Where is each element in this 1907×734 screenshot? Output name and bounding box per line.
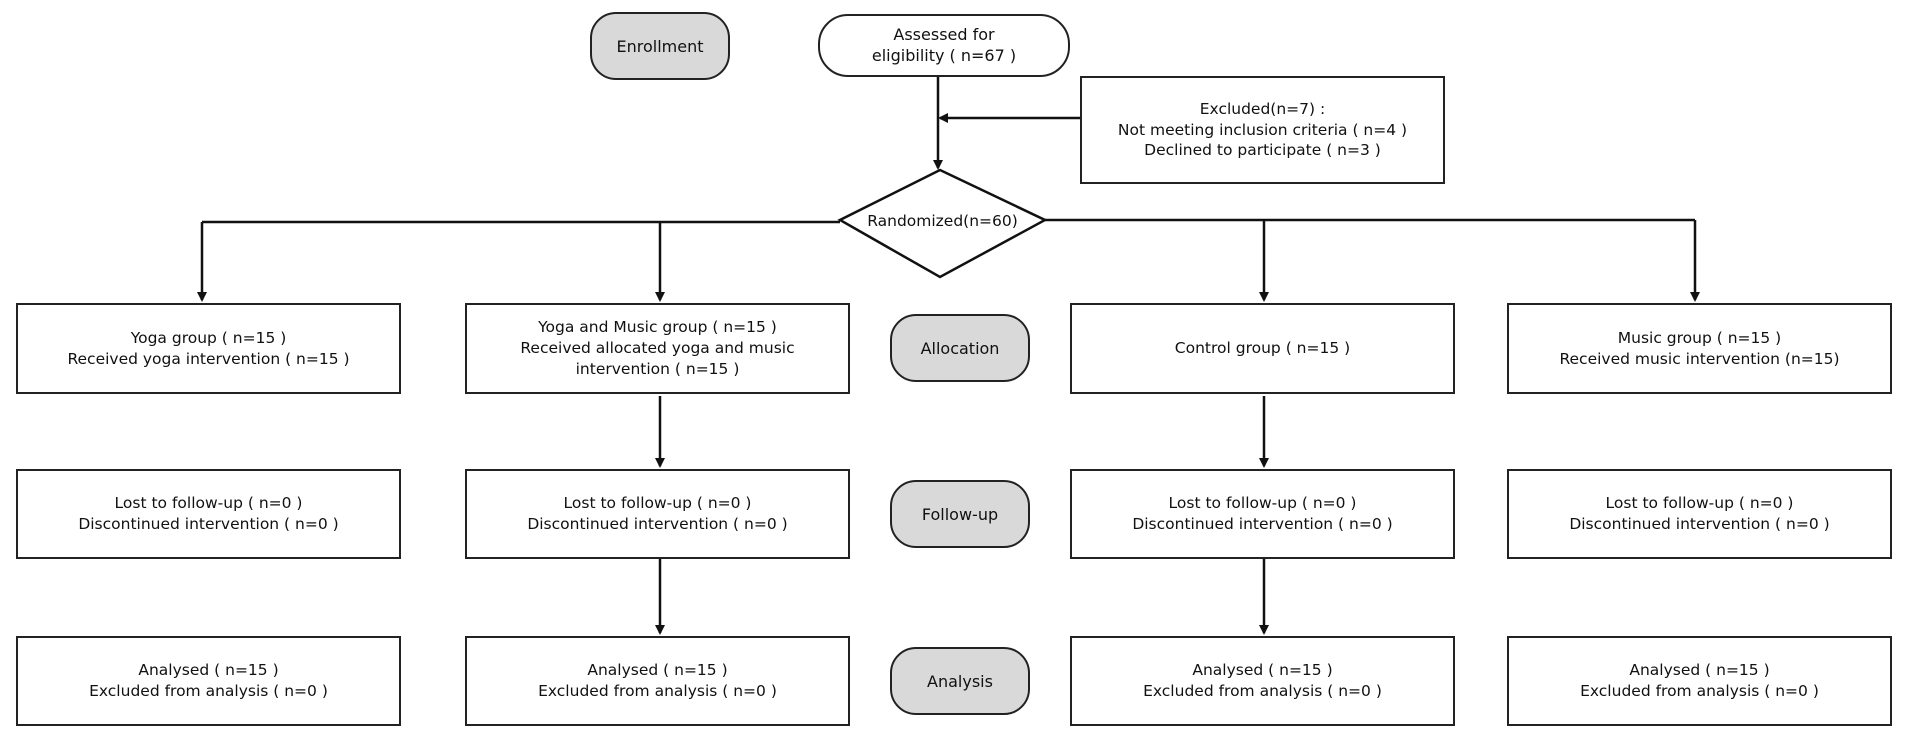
- followup-discontinued-label: Discontinued intervention ( n=0 ): [1569, 515, 1830, 533]
- analysed-label: Analysed ( n=15 ): [587, 661, 728, 680]
- stage-follow-up-label: Follow-up: [921, 504, 999, 524]
- assessed-line1: Assessed for: [893, 24, 995, 44]
- excluded-box: Excluded(n=7) : Not meeting inclusion cr…: [1080, 76, 1445, 184]
- allocation-yoga-box: Yoga group ( n=15 ) Received yoga interv…: [16, 303, 401, 394]
- yoga-music-group-label: Yoga and Music group ( n=15 ): [538, 318, 777, 337]
- followup-yoga-box: Lost to follow-up ( n=0 ) Discontinued i…: [16, 469, 401, 559]
- excluded-analysis-label: Excluded from analysis ( n=0 ): [1580, 682, 1819, 700]
- analysed-label: Analysed ( n=15 ): [1192, 661, 1333, 680]
- yoga-group-label: Yoga group ( n=15 ): [130, 328, 287, 347]
- followup-control-box: Lost to follow-up ( n=0 ) Discontinued i…: [1070, 469, 1455, 559]
- yoga-music-intervention-label: intervention ( n=15 ): [575, 359, 740, 378]
- assessed-box: Assessed for eligibility ( n=67 ): [818, 14, 1070, 77]
- stage-allocation-label: Allocation: [920, 338, 1000, 358]
- analysis-yoga-music-box: Analysed ( n=15 ) Excluded from analysis…: [465, 636, 850, 726]
- allocation-yoga-music-box: Yoga and Music group ( n=15 ) Received a…: [465, 303, 850, 394]
- yoga-received-label: Received yoga intervention ( n=15 ): [67, 349, 350, 368]
- stage-analysis: Analysis: [890, 647, 1030, 715]
- control-group-label: Control group ( n=15 ): [1174, 339, 1351, 358]
- analysis-control-box: Analysed ( n=15 ) Excluded from analysis…: [1070, 636, 1455, 726]
- excluded-line3: Declined to participate ( n=3 ): [1144, 141, 1381, 160]
- followup-yoga-music-box: Lost to follow-up ( n=0 ) Discontinued i…: [465, 469, 850, 559]
- analysed-label: Analysed ( n=15 ): [1629, 661, 1770, 680]
- randomized-label: Randomized(n=60): [867, 212, 1018, 230]
- stage-enrollment: Enrollment: [590, 12, 730, 80]
- music-received-label: Received music intervention (n=15): [1559, 349, 1840, 368]
- followup-discontinued-label: Discontinued intervention ( n=0 ): [1132, 515, 1393, 533]
- allocation-control-box: Control group ( n=15 ): [1070, 303, 1455, 394]
- randomized-diamond: [837, 168, 1048, 279]
- followup-lost-label: Lost to follow-up ( n=0 ): [114, 494, 303, 513]
- analysed-label: Analysed ( n=15 ): [138, 661, 279, 680]
- assessed-line2: eligibility ( n=67 ): [871, 45, 1017, 65]
- followup-discontinued-label: Discontinued intervention ( n=0 ): [527, 515, 788, 533]
- excluded-analysis-label: Excluded from analysis ( n=0 ): [89, 682, 328, 700]
- music-group-label: Music group ( n=15 ): [1617, 328, 1782, 347]
- followup-lost-label: Lost to follow-up ( n=0 ): [1168, 494, 1357, 513]
- allocation-music-box: Music group ( n=15 ) Received music inte…: [1507, 303, 1892, 394]
- followup-discontinued-label: Discontinued intervention ( n=0 ): [78, 515, 339, 533]
- excluded-line1: Excluded(n=7) :: [1199, 99, 1326, 118]
- stage-allocation: Allocation: [890, 314, 1030, 382]
- excluded-analysis-label: Excluded from analysis ( n=0 ): [538, 682, 777, 700]
- followup-lost-label: Lost to follow-up ( n=0 ): [1605, 494, 1794, 513]
- followup-music-box: Lost to follow-up ( n=0 ) Discontinued i…: [1507, 469, 1892, 559]
- yoga-music-received-label: Received allocated yoga and music: [520, 339, 795, 358]
- analysis-yoga-box: Analysed ( n=15 ) Excluded from analysis…: [16, 636, 401, 726]
- stage-follow-up: Follow-up: [890, 480, 1030, 548]
- followup-lost-label: Lost to follow-up ( n=0 ): [563, 494, 752, 513]
- analysis-music-box: Analysed ( n=15 ) Excluded from analysis…: [1507, 636, 1892, 726]
- stage-analysis-label: Analysis: [927, 671, 993, 691]
- excluded-line2: Not meeting inclusion criteria ( n=4 ): [1117, 120, 1408, 139]
- excluded-analysis-label: Excluded from analysis ( n=0 ): [1143, 682, 1382, 700]
- stage-enrollment-label: Enrollment: [616, 36, 704, 56]
